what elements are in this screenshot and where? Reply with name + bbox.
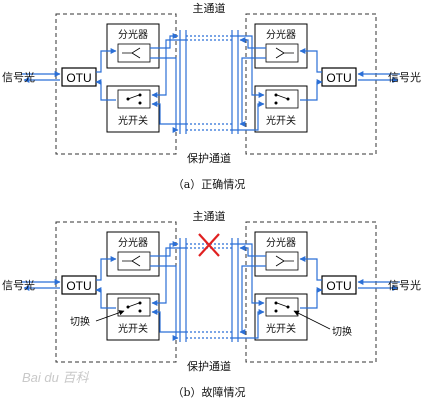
otu-left: OTU — [66, 279, 91, 293]
fault-x-icon — [198, 233, 220, 257]
switch-note-right-arrow — [293, 310, 331, 330]
switch-right-label: 光开关 — [266, 322, 296, 335]
otu-right: OTU — [326, 279, 351, 293]
main-channel-label: 主通道 — [193, 209, 226, 223]
switch-note-left: 切换 — [70, 315, 90, 328]
signal-label-left: 信号光 — [2, 278, 35, 292]
splitter-left-label: 分光器 — [118, 236, 148, 249]
signal-label-left: 信号光 — [2, 70, 35, 84]
main-channel-label: 主通道 — [193, 1, 226, 15]
watermark: Bai du 百科 — [22, 370, 89, 385]
panel-a: 主通道 保护通道 （a）正确情况 信号光 信号光 OTU OTU 分光器 分光器… — [2, 1, 421, 191]
caption-a: （a）正确情况 — [173, 178, 246, 191]
protect-channel-label: 保护通道 — [187, 359, 231, 373]
caption-b: （b）故障情况 — [172, 385, 245, 399]
signal-label-right: 信号光 — [388, 70, 421, 84]
switch-left-label: 光开关 — [118, 322, 148, 335]
splitter-left-label: 分光器 — [118, 28, 148, 41]
protect-channel-label: 保护通道 — [187, 151, 231, 165]
switch-note-left-arrow — [95, 310, 125, 322]
splitter-right-label: 分光器 — [266, 28, 296, 41]
splitter-right-label: 分光器 — [266, 236, 296, 249]
switch-left-label: 光开关 — [118, 114, 148, 127]
otu-left: OTU — [66, 71, 91, 85]
panel-b: 主通道 保护通道 （b）故障情况 信号光 信号光 OTU OTU 分光器 分光器… — [2, 209, 421, 399]
switch-note-right: 切换 — [332, 325, 352, 338]
signal-label-right: 信号光 — [388, 278, 421, 292]
switch-right-label: 光开关 — [266, 114, 296, 127]
otu-right: OTU — [326, 71, 351, 85]
